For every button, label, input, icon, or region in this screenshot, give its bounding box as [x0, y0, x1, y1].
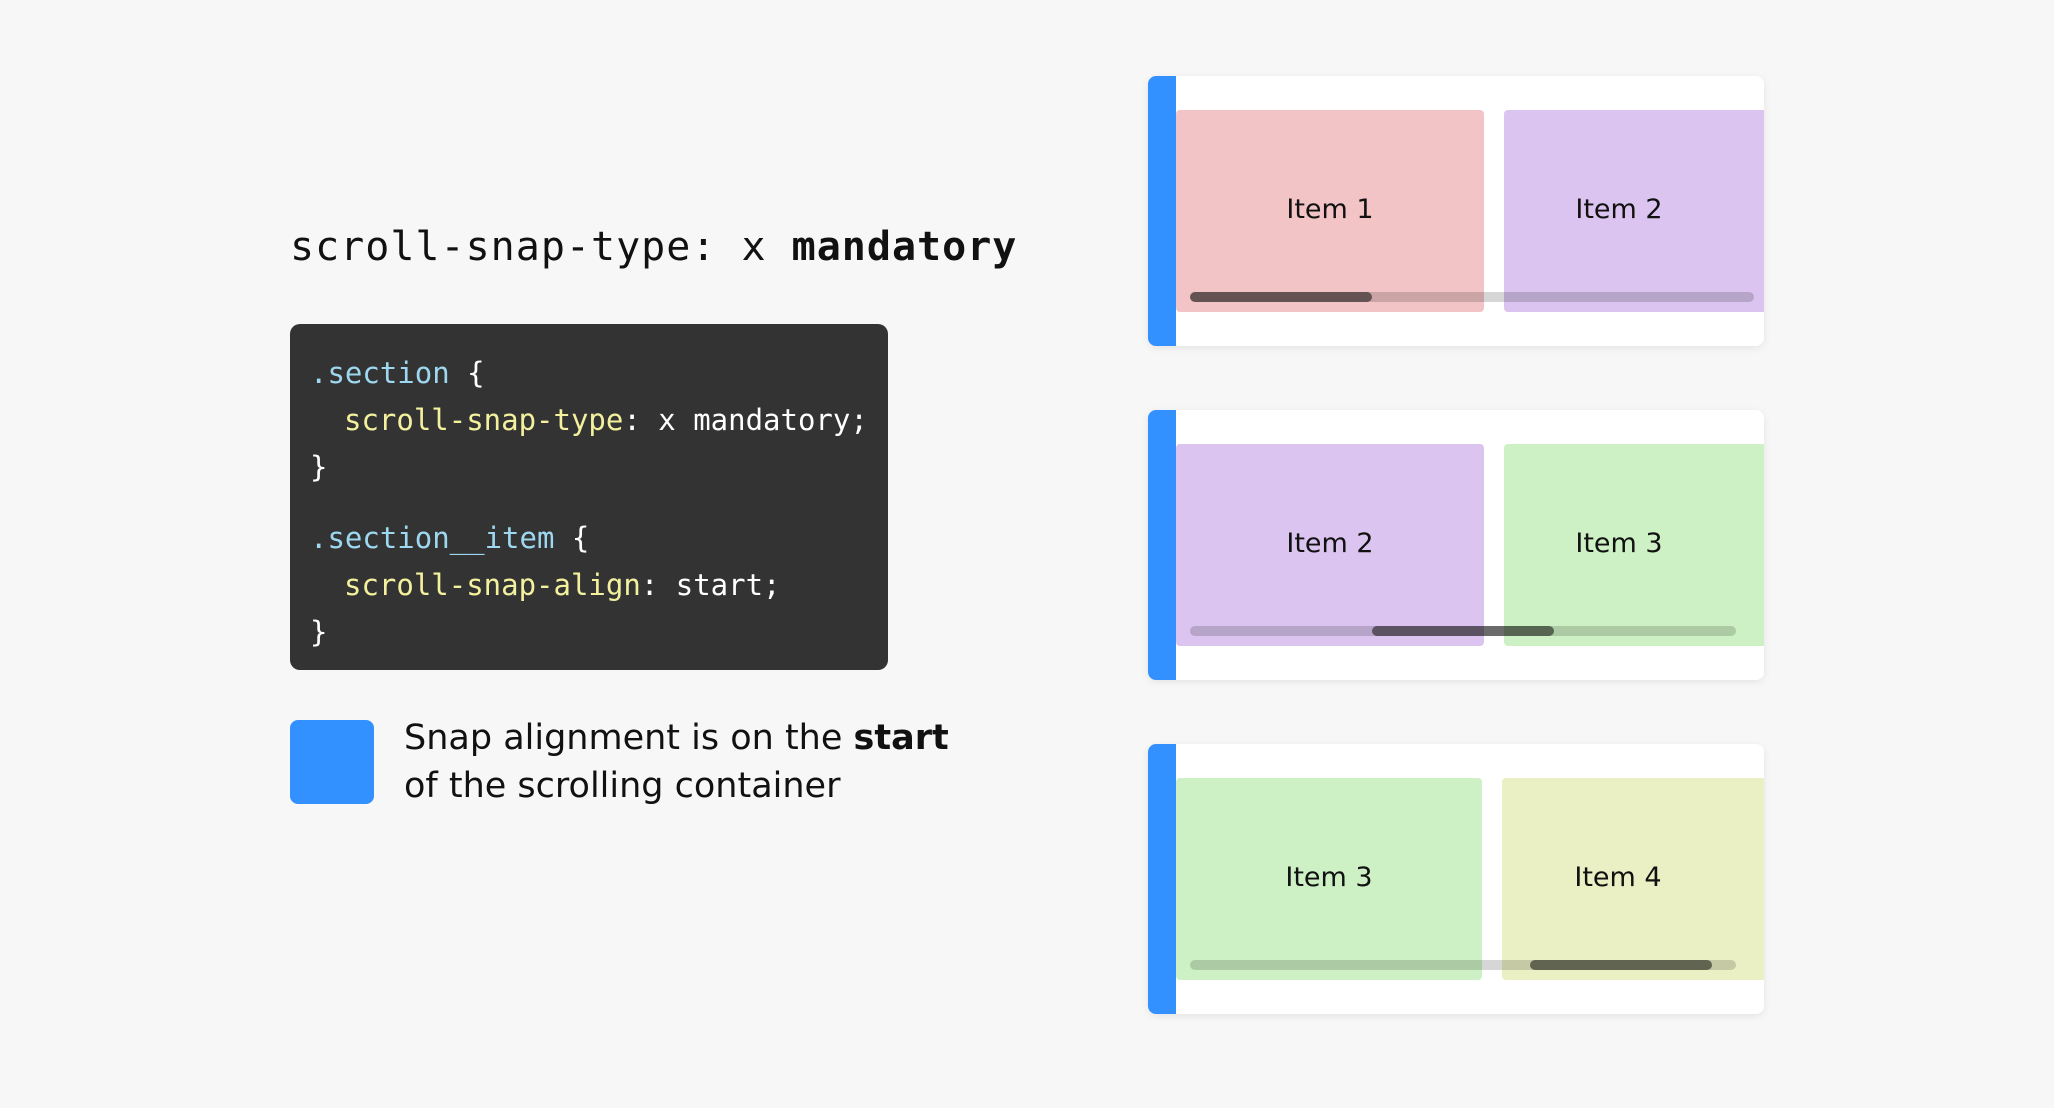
snap-item: Item 3	[1176, 778, 1482, 980]
scrollbar-thumb[interactable]	[1190, 292, 1372, 302]
code-line: }	[310, 609, 888, 656]
item-label: Item 3	[1575, 527, 1663, 559]
snap-item: Item 3	[1504, 444, 1764, 646]
snap-start-marker	[1148, 744, 1176, 1014]
snap-item: Item 1	[1176, 110, 1484, 312]
scrollbar-thumb[interactable]	[1530, 960, 1712, 970]
code-brace: {	[449, 356, 485, 390]
code-selector-section-item: .section__item	[310, 521, 555, 555]
code-line: .section {	[310, 350, 888, 397]
code-brace: }	[310, 450, 328, 484]
code-prop-scroll-snap-align: scroll-snap-align	[344, 568, 641, 602]
scrollbar-track[interactable]	[1190, 960, 1736, 970]
legend-text-after: of the scrolling container	[404, 766, 841, 806]
snap-start-marker	[1148, 410, 1176, 680]
code-line: scroll-snap-align: start;	[310, 562, 888, 609]
scroll-panel-1[interactable]: Item 1 Item 2	[1148, 76, 1764, 346]
item-label: Item 2	[1575, 193, 1663, 225]
code-value: : start;	[640, 568, 781, 602]
item-label: Item 4	[1574, 861, 1662, 893]
snap-start-marker	[1148, 76, 1176, 346]
scrollbar-thumb[interactable]	[1372, 626, 1554, 636]
snap-item: Item 2	[1504, 110, 1764, 312]
code-brace: }	[310, 615, 328, 649]
scroll-panel-3[interactable]: Item 3 Item 4	[1148, 744, 1764, 1014]
code-line: .section__item {	[310, 515, 888, 562]
scroll-panel-2[interactable]: Item 2 Item 3	[1148, 410, 1764, 680]
code-line: }	[310, 444, 888, 491]
legend-text-bold: start	[853, 718, 949, 758]
code-brace: {	[554, 521, 590, 555]
heading-prefix: scroll-snap-type: x	[290, 224, 792, 270]
item-label: Item 3	[1285, 861, 1373, 893]
item-label: Item 2	[1286, 527, 1374, 559]
code-prop-scroll-snap-type: scroll-snap-type	[344, 403, 624, 437]
code-line: scroll-snap-type: x mandatory;	[310, 397, 888, 444]
code-selector-section: .section	[310, 356, 450, 390]
legend-text: Snap alignment is on the start of the sc…	[404, 714, 949, 810]
diagram-heading: scroll-snap-type: x mandatory	[290, 224, 1017, 270]
item-label: Item 1	[1286, 193, 1374, 225]
legend-swatch	[290, 720, 374, 804]
heading-emphasis: mandatory	[791, 224, 1018, 270]
code-value: : x mandatory;	[623, 403, 868, 437]
scrollbar-track[interactable]	[1190, 292, 1754, 302]
snap-item: Item 4	[1502, 778, 1764, 980]
code-block: .section { scroll-snap-type: x mandatory…	[290, 324, 888, 670]
legend-text-before: Snap alignment is on the	[404, 718, 854, 758]
snap-item: Item 2	[1176, 444, 1484, 646]
